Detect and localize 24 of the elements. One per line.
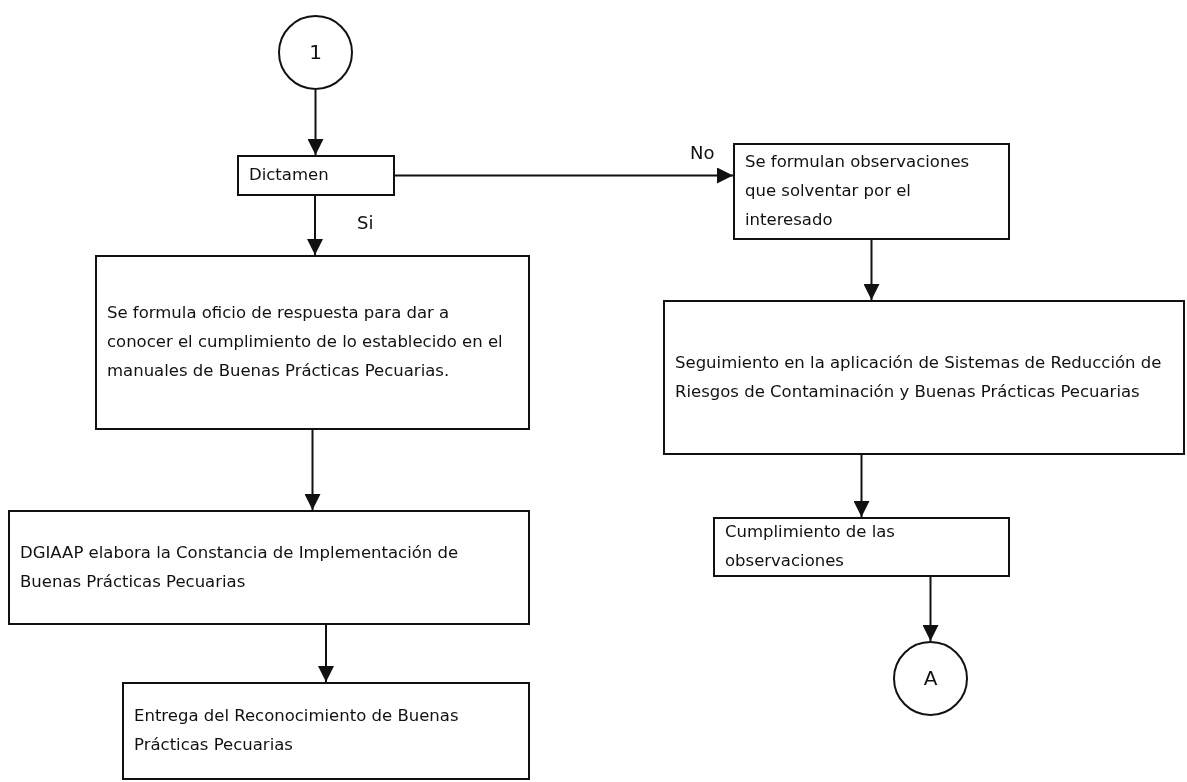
arrow: [394, 167, 734, 184]
arrow: [304, 429, 321, 511]
step-text: Se formula oficio de respuesta para dar a conocer el cumplimiento de lo establecido en el manuales de Buenas Prácticas Pecuarias.: [106, 302, 504, 382]
process-box: [122, 682, 530, 780]
process-box: [663, 300, 1185, 455]
step-text: Seguimiento en la aplicación de Sistemas de Reducción de Riesgos de Contaminación y Buenas Prácticas Pecuarias: [674, 351, 1163, 403]
step-text: Se formulan observaciones que solventar por el interesado: [744, 151, 971, 231]
step-text: Entrega del Reconocimiento de Buenas Prácticas Pecuarias: [133, 705, 460, 756]
arrow: [853, 454, 870, 518]
step-text: DGIAAP elabora la Constancia de Implementación de Buenas Prácticas Pecuarias: [19, 541, 460, 593]
process-box: [733, 143, 1010, 240]
process-box: [237, 155, 395, 196]
connector-label: A: [923, 665, 938, 692]
arrow: [318, 624, 334, 683]
step-text: Cumplimiento de las observaciones: [724, 521, 896, 572]
arrow: [307, 89, 324, 156]
arrow: [922, 576, 939, 642]
connector-label: 1: [309, 39, 322, 66]
arrow: [307, 195, 323, 256]
process-box: [95, 255, 530, 430]
step-text: Dictamen: [248, 164, 330, 187]
process-box: [8, 510, 530, 625]
arrow: [863, 239, 880, 301]
process-box: [713, 517, 1010, 577]
